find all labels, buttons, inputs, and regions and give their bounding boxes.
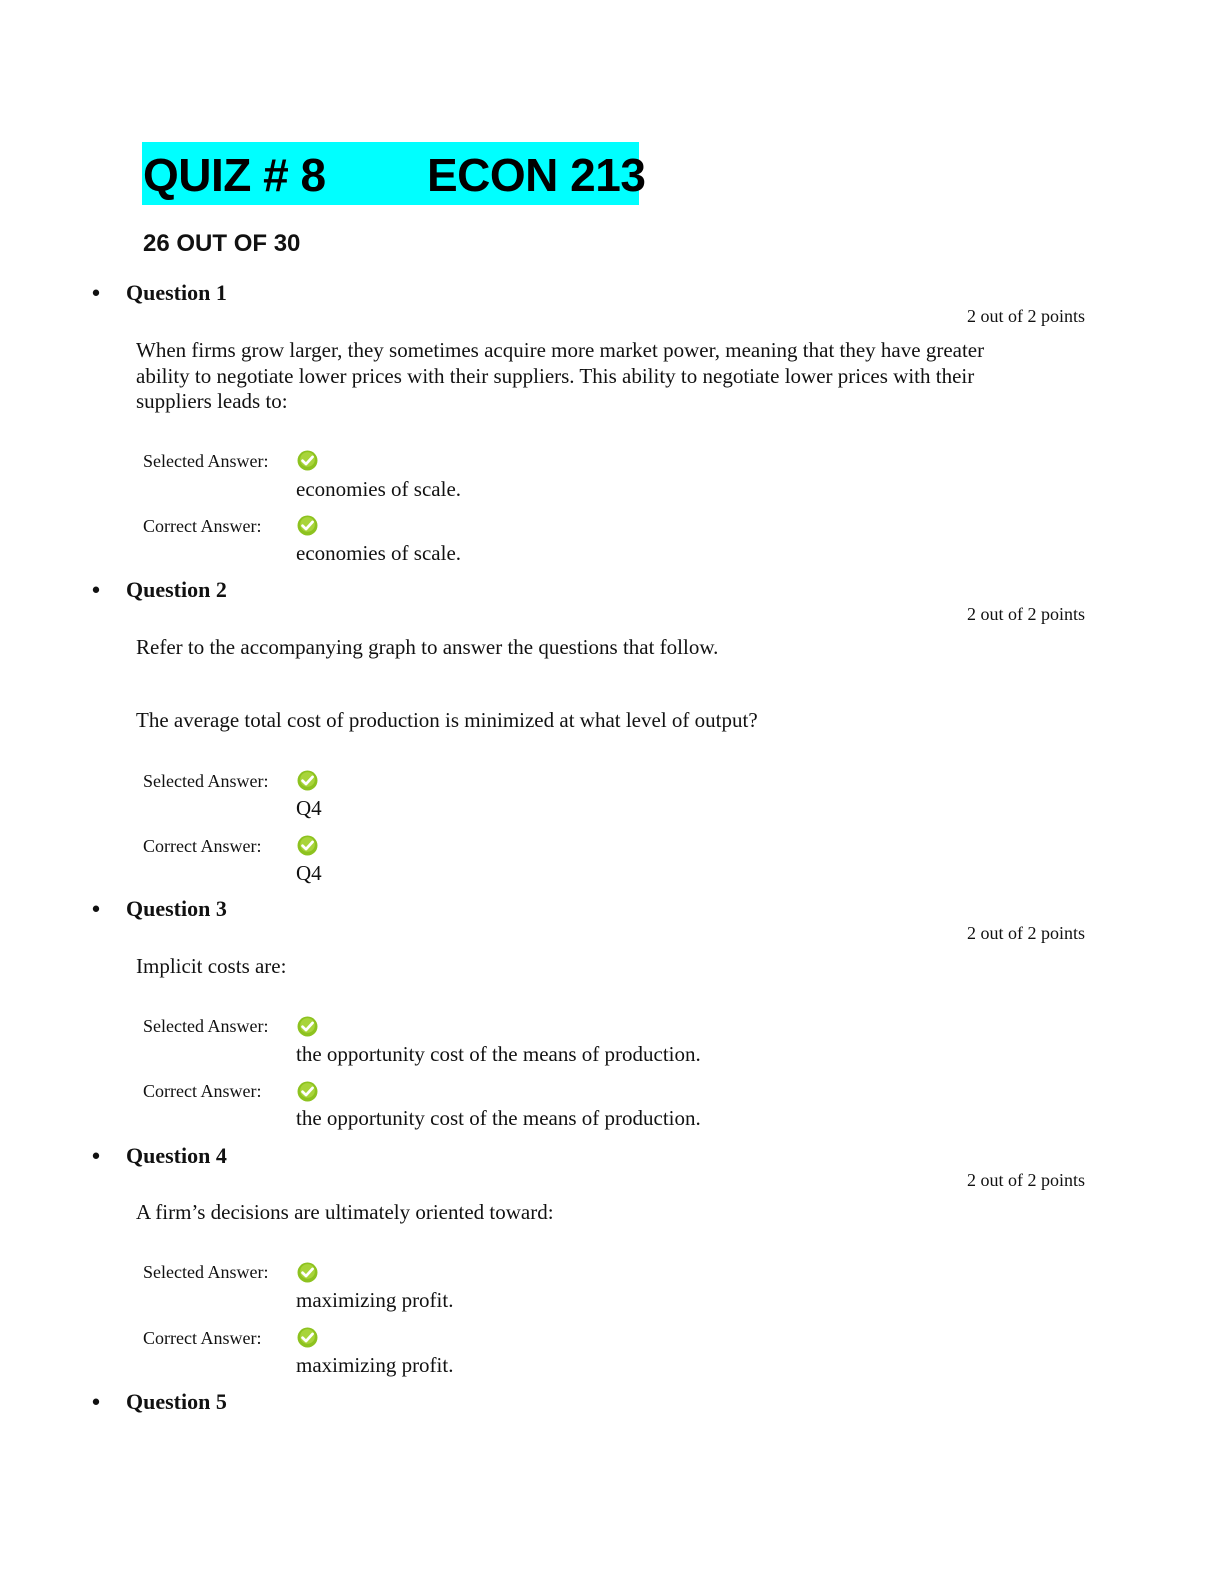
correct-answer-label: Correct Answer: — [143, 836, 262, 856]
selected-answer-label: Selected Answer: — [143, 1262, 269, 1282]
question-text: When firms grow larger, they sometimes a… — [136, 338, 985, 413]
correct-answer-label: Correct Answer: — [143, 516, 262, 536]
bullet-icon: • — [89, 579, 103, 604]
question-title: Question 1 — [126, 280, 227, 305]
question-title: Question 2 — [126, 577, 227, 602]
question-points: 2 out of 2 points — [966, 1170, 1085, 1190]
selected-answer-text: maximizing profit. — [296, 1288, 454, 1312]
correct-answer-label: Correct Answer: — [143, 1081, 262, 1101]
check-circle-icon — [297, 1327, 318, 1348]
selected-answer-label: Selected Answer: — [143, 771, 269, 791]
check-circle-icon — [297, 1016, 318, 1037]
quiz-title: QUIZ # 8 — [143, 149, 326, 201]
selected-answer-label: Selected Answer: — [143, 451, 269, 471]
course-title: ECON 213 — [427, 149, 646, 201]
question-title: Question 3 — [126, 896, 227, 921]
question-text-2: The average total cost of production is … — [136, 708, 758, 732]
question-text: Refer to the accompanying graph to answe… — [136, 635, 719, 659]
question-title: Question 4 — [126, 1143, 227, 1168]
check-circle-icon — [297, 1262, 318, 1283]
correct-answer-text: the opportunity cost of the means of pro… — [296, 1106, 701, 1130]
question-title: Question 5 — [126, 1389, 227, 1414]
question-points: 2 out of 2 points — [966, 923, 1085, 943]
bullet-icon: • — [89, 282, 103, 307]
title-highlight — [142, 142, 639, 205]
question-text: A firm’s decisions are ultimately orient… — [136, 1200, 554, 1224]
selected-answer-text: Q4 — [296, 796, 322, 820]
check-circle-icon — [297, 770, 318, 791]
correct-answer-text: economies of scale. — [296, 541, 462, 565]
question-text: Implicit costs are: — [136, 954, 287, 978]
bullet-icon: • — [89, 1391, 103, 1416]
selected-answer-text: economies of scale. — [296, 477, 462, 501]
quiz-score: 26 OUT OF 30 — [143, 230, 301, 257]
check-circle-icon — [297, 450, 318, 471]
correct-answer-label: Correct Answer: — [143, 1328, 262, 1348]
selected-answer-text: the opportunity cost of the means of pro… — [296, 1042, 701, 1066]
bullet-icon: • — [89, 898, 103, 923]
selected-answer-label: Selected Answer: — [143, 1016, 269, 1036]
correct-answer-text: Q4 — [296, 861, 322, 885]
check-circle-icon — [297, 515, 318, 536]
question-points: 2 out of 2 points — [966, 306, 1085, 326]
question-points: 2 out of 2 points — [966, 604, 1085, 624]
correct-answer-text: maximizing profit. — [296, 1353, 454, 1377]
bullet-icon: • — [89, 1145, 103, 1170]
check-circle-icon — [297, 835, 318, 856]
check-circle-icon — [297, 1081, 318, 1102]
